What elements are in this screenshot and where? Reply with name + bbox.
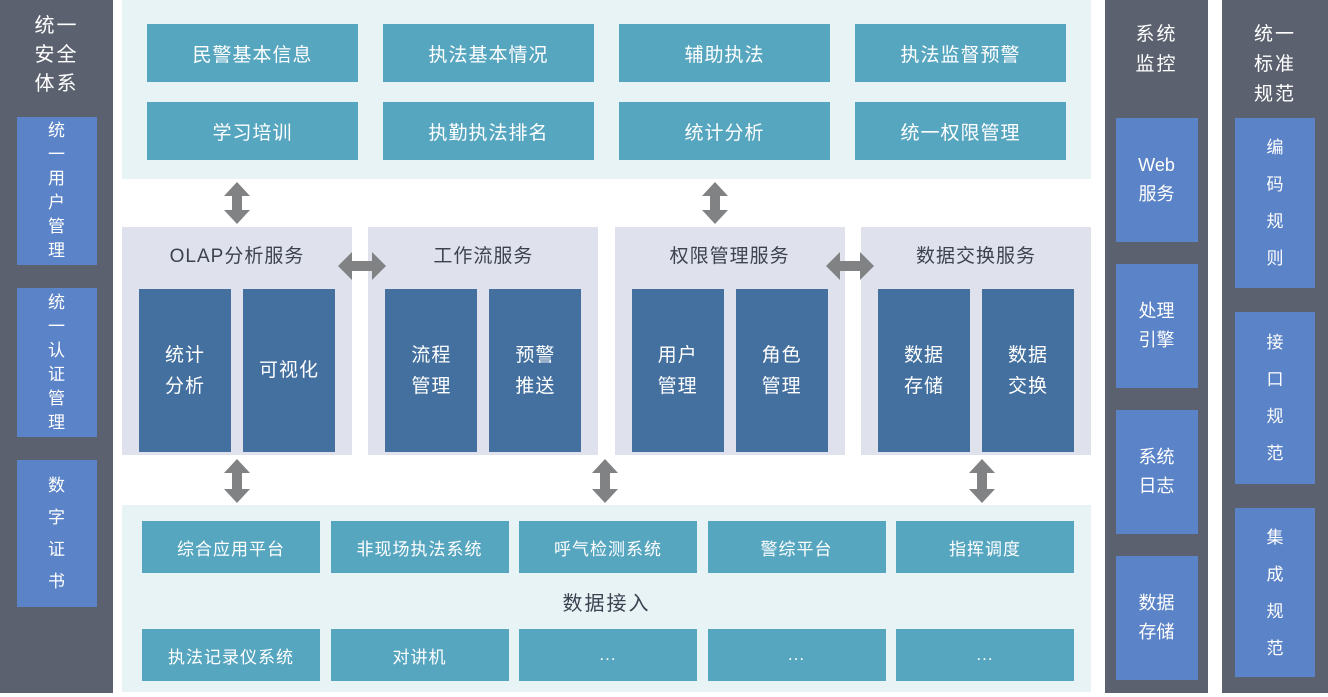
module-enforcement-basic-status: 执法基本情况 — [383, 24, 594, 82]
data-access-label: 数据接入 — [562, 593, 651, 615]
service-group-data-exchange: 数据交换服务 数据 存储 数据 交换 — [860, 227, 1091, 455]
source-integrated-application-platform: 综合应用平台 — [142, 521, 320, 573]
module-assisted-enforcement: 辅助执法 — [619, 24, 830, 82]
standards-rail: 统一 标准 规范 编 码 规 则 接 口 规 范 集 成 规 范 — [1222, 0, 1328, 693]
bidirectional-horizontal-arrow-icon — [338, 252, 386, 280]
service-role-management: 角色 管理 — [735, 289, 828, 452]
source-offsite-enforcement-system: 非现场执法系统 — [330, 521, 509, 573]
source-ellipsis: ... — [519, 629, 697, 681]
service-process-management: 流程 管理 — [385, 289, 478, 452]
security-item-digital-certificate: 数 字 证 书 — [16, 460, 97, 607]
source-breath-test-system: 呼气检测系统 — [519, 521, 697, 573]
service-user-management: 用户 管理 — [631, 289, 724, 452]
service-visualization: 可视化 — [243, 289, 335, 452]
monitor-item-system-log: 系统 日志 — [1115, 410, 1198, 534]
service-group-permission-management: 权限管理服务 用户 管理 角色 管理 — [614, 227, 845, 455]
bidirectional-vertical-arrow-icon — [224, 459, 250, 503]
service-group-workflow: 工作流服务 流程 管理 预警 推送 — [368, 227, 599, 455]
bidirectional-vertical-arrow-icon — [969, 459, 995, 503]
security-item-unified-user-management: 统 一 用 户 管 理 — [16, 117, 97, 265]
service-warning-push: 预警 推送 — [489, 289, 582, 452]
standards-item-integration-spec: 集 成 规 范 — [1235, 508, 1315, 677]
monitor-rail-title: 系统 监控 — [1135, 24, 1178, 75]
service-group-title: 权限管理服务 — [669, 246, 790, 267]
service-group-boxes: 统计 分析 可视化 — [122, 289, 352, 452]
service-layer: OLAP分析服务 统计 分析 可视化 工作流服务 流程 管理 预警 推送 权限管… — [122, 227, 1091, 455]
bidirectional-horizontal-arrow-icon — [826, 252, 874, 280]
source-ellipsis: ... — [896, 629, 1074, 681]
module-unified-permission-management: 统一权限管理 — [855, 102, 1066, 160]
security-item-unified-auth-management: 统 一 认 证 管 理 — [16, 288, 97, 437]
application-layer: 民警基本信息 执法基本情况 辅助执法 执法监督预警 学习培训 执勤执法排名 统计… — [122, 0, 1091, 179]
monitor-rail: 系统 监控 Web 服务 处理 引擎 系统 日志 数据 存储 — [1105, 0, 1208, 693]
service-group-title: 数据交换服务 — [915, 246, 1036, 267]
standards-item-interface-spec: 接 口 规 范 — [1235, 312, 1315, 484]
monitor-item-web-service: Web 服务 — [1115, 118, 1198, 242]
service-group-boxes: 数据 存储 数据 交换 — [861, 289, 1091, 452]
monitor-item-data-storage: 数据 存储 — [1115, 556, 1198, 680]
security-rail-title: 统一 安全 体系 — [34, 15, 79, 95]
standards-item-coding-rules: 编 码 规 则 — [1235, 118, 1315, 288]
bidirectional-vertical-arrow-icon — [224, 182, 250, 224]
data-access-layer: 综合应用平台 非现场执法系统 呼气检测系统 警综平台 指挥调度 数据接入 执法记… — [122, 505, 1091, 692]
module-enforcement-supervision-warning: 执法监督预警 — [855, 24, 1066, 82]
monitor-item-processing-engine: 处理 引擎 — [1115, 264, 1198, 388]
module-statistical-analysis: 统计分析 — [619, 102, 830, 160]
bidirectional-vertical-arrow-icon — [592, 459, 618, 503]
service-data-exchange: 数据 交换 — [981, 289, 1074, 452]
bidirectional-vertical-arrow-icon — [702, 182, 728, 224]
service-statistical-analysis: 统计 分析 — [139, 289, 231, 452]
source-ellipsis: ... — [707, 629, 886, 681]
service-group-boxes: 用户 管理 角色 管理 — [615, 289, 845, 452]
main-panel: 民警基本信息 执法基本情况 辅助执法 执法监督预警 学习培训 执勤执法排名 统计… — [122, 0, 1091, 697]
service-group-boxes: 流程 管理 预警 推送 — [368, 289, 598, 452]
source-command-dispatch: 指挥调度 — [896, 521, 1074, 573]
source-body-camera-system: 执法记录仪系统 — [142, 629, 320, 681]
standards-rail-title: 统一 标准 规范 — [1253, 24, 1296, 105]
service-group-title: OLAP分析服务 — [169, 246, 305, 267]
service-data-storage: 数据 存储 — [877, 289, 970, 452]
service-group-title: 工作流服务 — [433, 246, 534, 267]
module-learning-training: 学习培训 — [147, 102, 358, 160]
service-group-olap-analysis: OLAP分析服务 统计 分析 可视化 — [122, 227, 352, 455]
data-source-row-top: 综合应用平台 非现场执法系统 呼气检测系统 警综平台 指挥调度 — [122, 505, 1091, 573]
module-duty-enforcement-ranking: 执勤执法排名 — [383, 102, 594, 160]
security-rail: 统一 安全 体系 统 一 用 户 管 理 统 一 认 证 管 理 数 字 证 书 — [0, 0, 113, 693]
module-police-basic-info: 民警基本信息 — [147, 24, 358, 82]
source-walkie-talkie: 对讲机 — [330, 629, 509, 681]
source-police-comprehensive-platform: 警综平台 — [707, 521, 886, 573]
data-source-row-bottom: 执法记录仪系统 对讲机 ... ... ... — [122, 629, 1091, 681]
